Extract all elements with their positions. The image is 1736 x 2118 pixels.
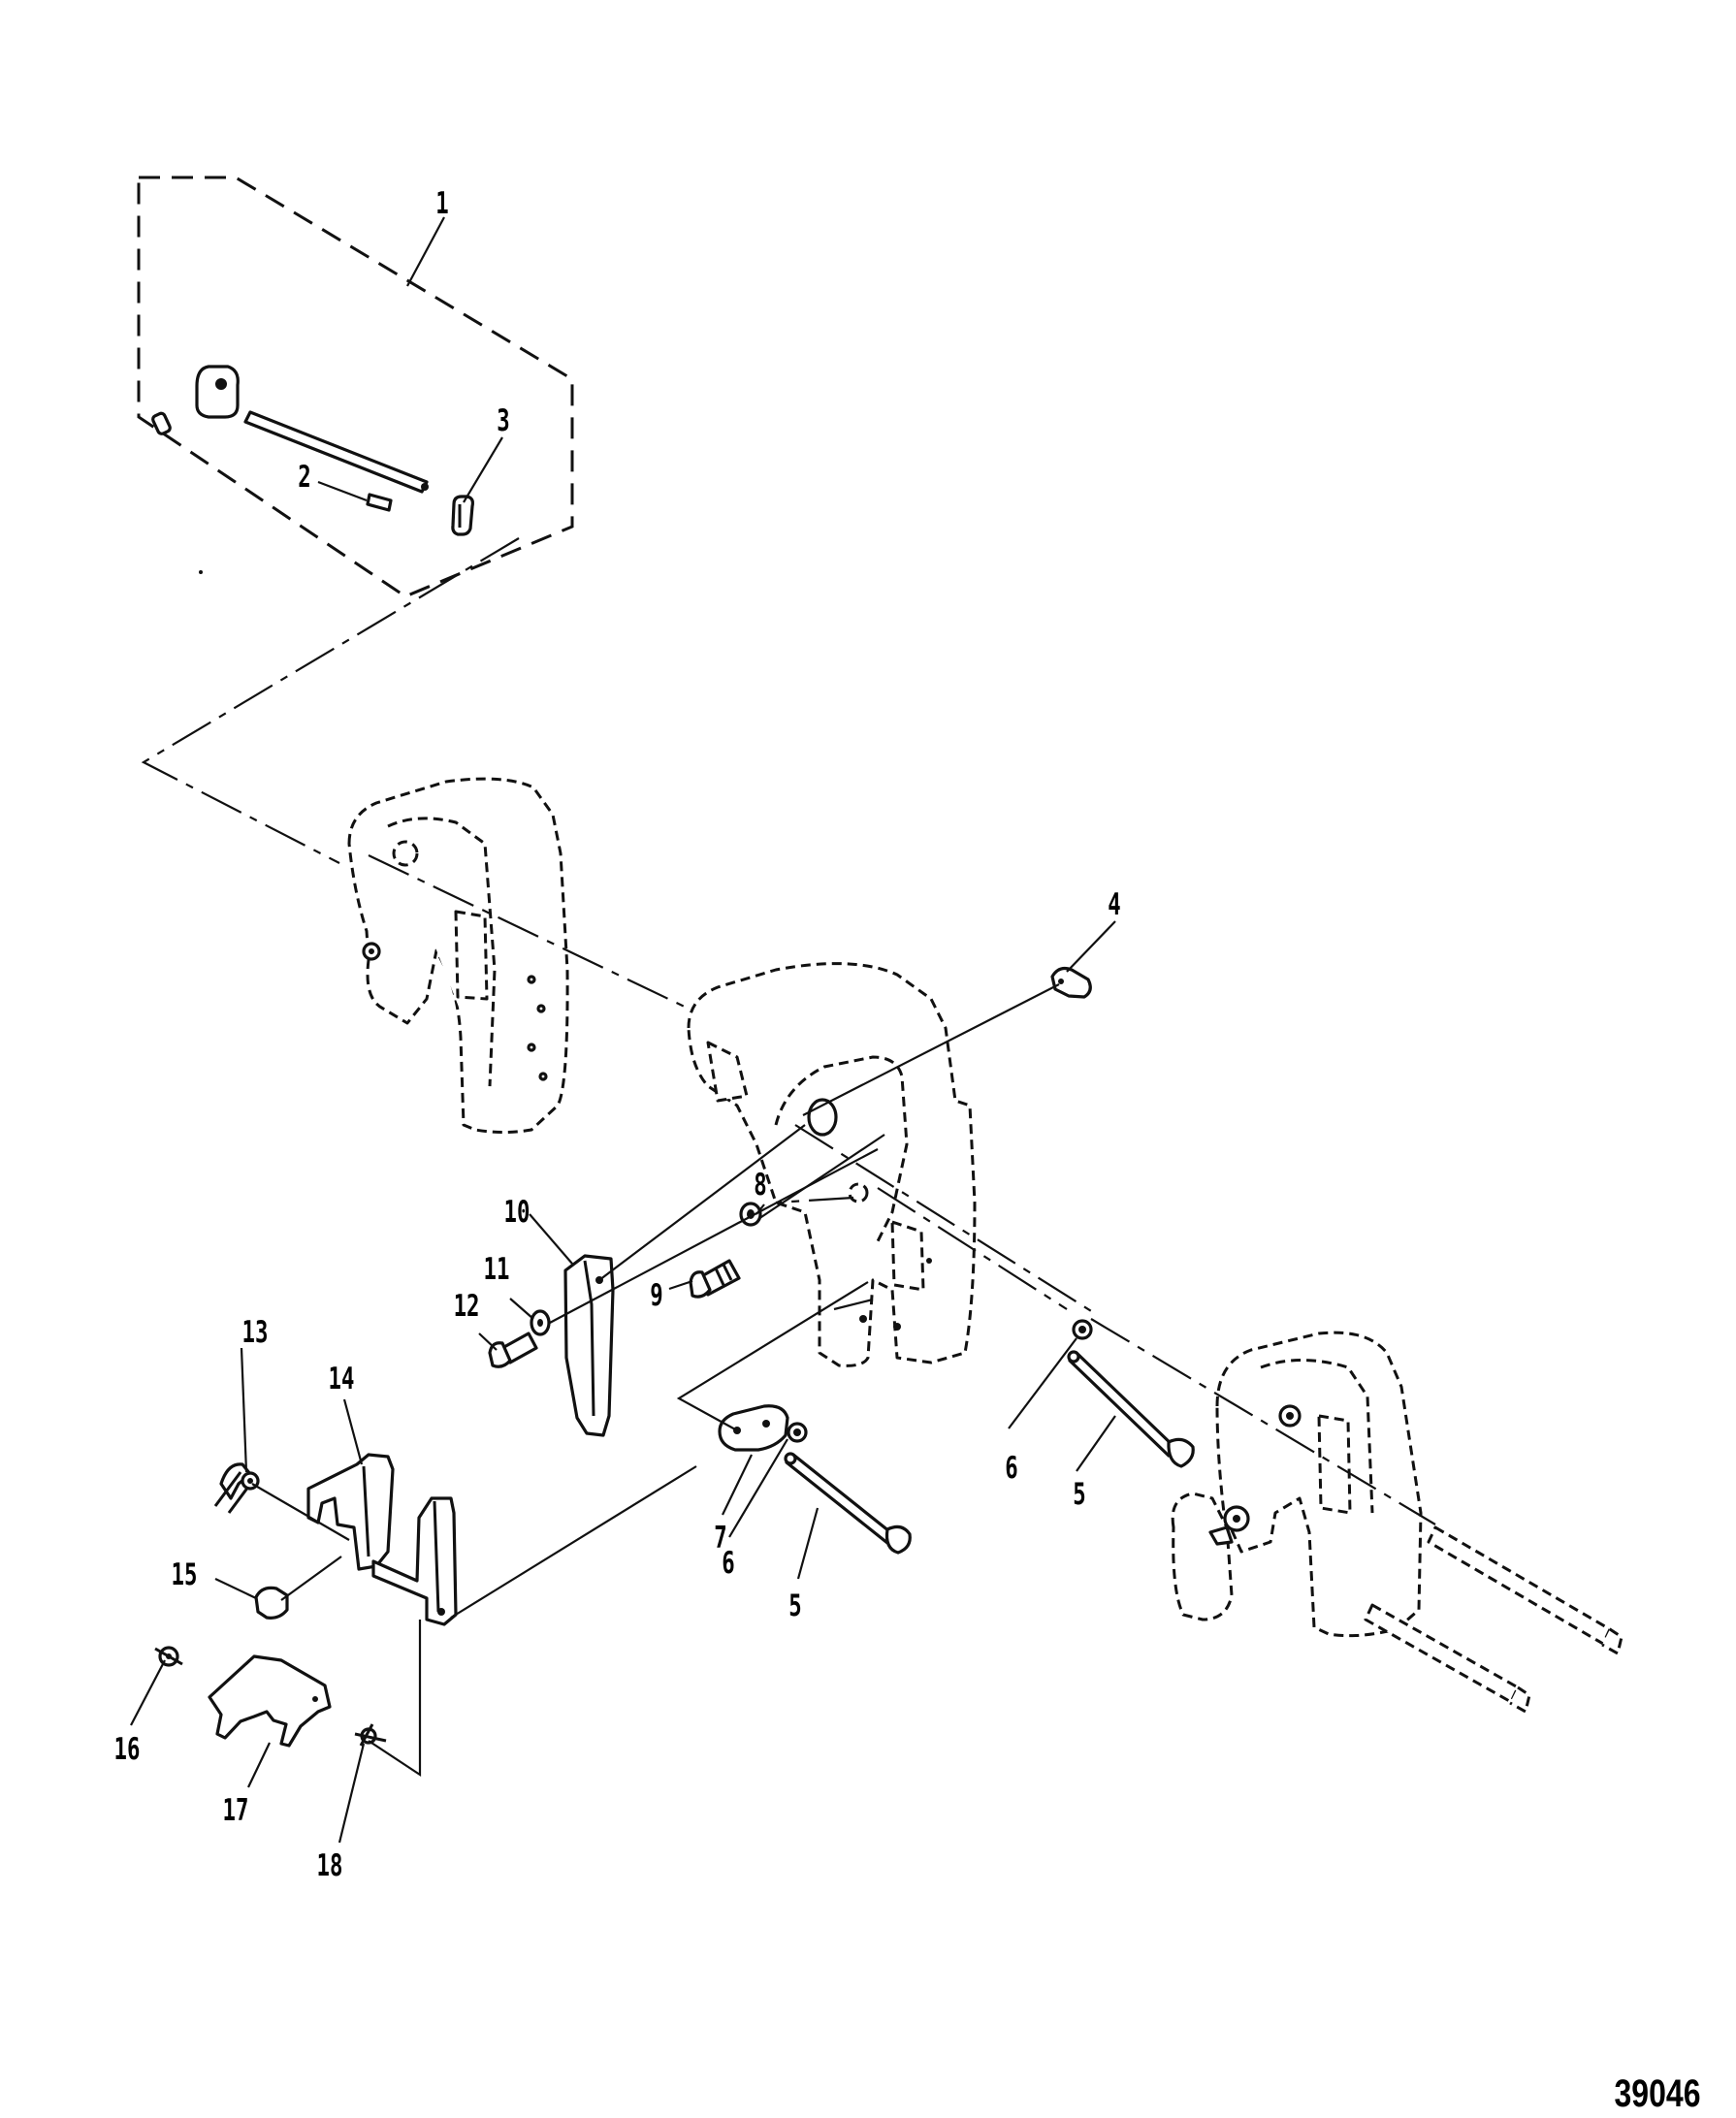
part-13-spring-clip — [213, 1462, 260, 1514]
callout-3: 3 — [497, 403, 509, 438]
part-9-screw — [689, 1259, 741, 1299]
callout-5-lower: 5 — [788, 1588, 801, 1623]
part-17-fork-bracket — [208, 1654, 332, 1748]
part-12-screw — [488, 1332, 538, 1368]
part-15-cap — [254, 1586, 289, 1620]
callout-18: 18 — [317, 1848, 343, 1883]
callout-2: 2 — [298, 460, 310, 495]
callout-7: 7 — [714, 1521, 726, 1556]
part-10-lever-plate — [563, 1254, 615, 1437]
callout-13: 13 — [242, 1315, 269, 1350]
part-right-clamp-bolts — [1364, 1525, 1623, 1714]
part-kit-pivot-rod — [243, 410, 429, 494]
callout-16: 16 — [114, 1732, 141, 1767]
part-11-washer — [530, 1309, 551, 1336]
part-4-washer — [1050, 966, 1092, 999]
part-5-bolt-lower — [784, 1452, 912, 1555]
part-3-clip — [451, 495, 474, 536]
part-18-clip — [354, 1723, 387, 1747]
part-right-clamp-bracket — [1171, 1331, 1423, 1638]
callout-11: 11 — [484, 1252, 510, 1287]
kit-boundary-box — [137, 176, 574, 598]
part-2-pin — [366, 493, 393, 512]
callout-9: 9 — [650, 1278, 662, 1313]
callout-labels: 1 2 3 4 5 5 6 6 7 8 9 10 11 12 13 14 15 … — [114, 186, 1121, 1883]
callout-6-upper: 6 — [1005, 1451, 1017, 1486]
part-7-link-plate — [718, 1404, 789, 1452]
stray-dot — [199, 570, 203, 574]
callout-17: 17 — [223, 1793, 249, 1828]
part-6-nut-upper — [1072, 1319, 1093, 1340]
figure-number: 39046 — [1615, 2071, 1701, 2115]
callout-10: 10 — [504, 1195, 530, 1230]
part-6-nut-lower — [787, 1422, 808, 1443]
callout-15: 15 — [172, 1557, 198, 1592]
callout-12: 12 — [454, 1289, 480, 1324]
callout-6-lower: 6 — [722, 1546, 734, 1581]
alignment-lines — [141, 537, 1436, 1778]
part-14-tilt-lever — [306, 1453, 458, 1626]
callout-5-upper: 5 — [1073, 1477, 1085, 1512]
callout-1: 1 — [435, 186, 448, 221]
part-5-bolt-upper — [1067, 1350, 1195, 1468]
part-kit-lever-block — [151, 365, 240, 435]
callout-8: 8 — [754, 1168, 766, 1203]
part-left-clamp-bracket — [347, 777, 569, 1134]
part-16-clip — [154, 1646, 183, 1667]
leader-lines — [130, 216, 1116, 1844]
callout-14: 14 — [329, 1362, 355, 1396]
callout-4: 4 — [1108, 887, 1120, 922]
